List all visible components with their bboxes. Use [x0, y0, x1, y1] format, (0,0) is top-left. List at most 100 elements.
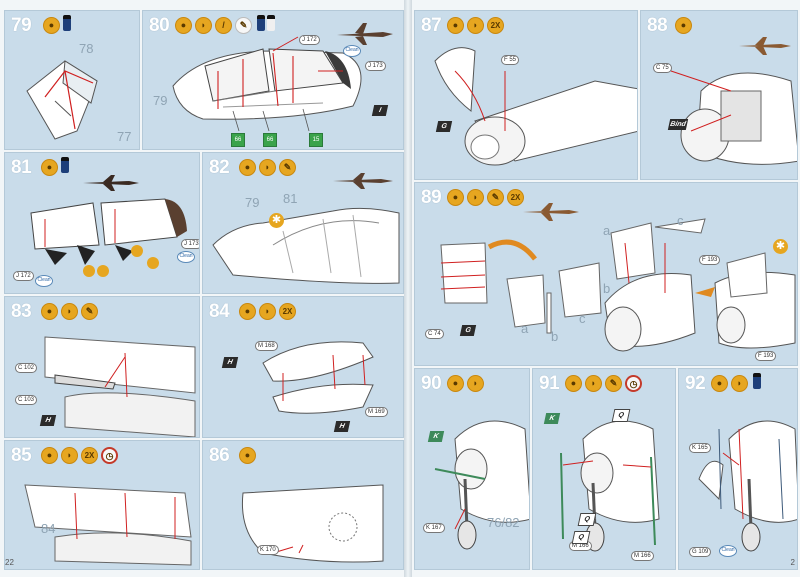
- color-code-chip: 15: [309, 133, 323, 147]
- sanding-icon: ✱: [773, 239, 788, 254]
- wing-drawing: [241, 484, 384, 563]
- decal-marker: K: [427, 431, 445, 442]
- sanding-icon: ✱: [269, 213, 284, 228]
- decal-marker: I: [371, 105, 389, 116]
- step-number: 89: [421, 187, 442, 208]
- multiplier-badge: 2X: [279, 303, 296, 320]
- cement-icon: ◗: [259, 159, 276, 176]
- step-number: 83: [11, 301, 32, 322]
- part-label: C 75: [653, 63, 672, 73]
- decal-marker: Bind: [667, 119, 689, 130]
- ghost-label: 78: [79, 41, 94, 56]
- ghost-label: 79: [153, 93, 168, 108]
- step-81: 81 ● J 172 J 173 Clean Clean: [4, 152, 200, 294]
- clean-part-badge: Clean: [719, 545, 737, 557]
- paint-bottle-icon: [753, 373, 761, 389]
- engine-cowling-drawing: [440, 218, 796, 352]
- step-90: 90 ● ◗ 76/82 K 167 K: [414, 368, 530, 570]
- knife-icon: /: [215, 17, 232, 34]
- multiplier-badge: 2X: [81, 447, 98, 464]
- part-label: C 74: [425, 329, 444, 339]
- ghost-label: 84: [41, 521, 56, 536]
- step-92: 92 ● ◗ K 165 G 109 Clean 2: [678, 368, 798, 570]
- canopy-drawing: [30, 198, 187, 277]
- drying-time-icon: ◷: [625, 375, 642, 392]
- ghost-label: 76/82: [487, 515, 520, 530]
- glue-icon: ●: [447, 189, 464, 206]
- paint-bottle-icon: [63, 15, 71, 31]
- part-label: C 102: [15, 363, 38, 373]
- clean-part-badge: Clean: [343, 45, 361, 57]
- decal-marker: H: [39, 415, 57, 426]
- color-code-chip: 66: [231, 133, 245, 147]
- part-label: G 109: [689, 547, 712, 557]
- cement-icon: ◗: [467, 375, 484, 392]
- decal-marker: Q: [571, 531, 591, 544]
- page-number: 2: [790, 558, 795, 567]
- step-number: 85: [11, 445, 32, 466]
- decal-marker: G: [459, 325, 477, 336]
- step-82: 82 ● ◗ ✎ ✱ 79 81: [202, 152, 404, 294]
- landing-gear-drawing: [560, 420, 660, 552]
- fuselage-drawing: [44, 336, 196, 437]
- cement-icon: ◗: [467, 189, 484, 206]
- step-letter: c: [579, 311, 586, 326]
- decal-marker: H: [221, 357, 239, 368]
- step-91: 91 ● ◗ ✎ ◷ M 166 M 166 K Q Q Q: [532, 368, 676, 570]
- brush-icon: ✎: [235, 17, 252, 34]
- part-label: C 103: [15, 395, 38, 405]
- step-number: 80: [149, 15, 170, 36]
- glue-icon: ●: [711, 375, 728, 392]
- brush-icon: ✎: [487, 189, 504, 206]
- part-label: K 167: [423, 523, 445, 533]
- part-label: M 166: [631, 551, 654, 561]
- fuselage-drawing: [212, 207, 400, 284]
- aircraft-silhouette-icon: [333, 173, 393, 189]
- clean-part-badge: Clean: [35, 275, 53, 287]
- drop-tank-drawing: [262, 341, 374, 414]
- part-label: J 173: [365, 61, 386, 71]
- part-label: K 170: [257, 545, 279, 555]
- step-letter: c: [677, 213, 684, 228]
- ghost-label: 81: [283, 191, 298, 206]
- landing-gear-drawing: [698, 420, 797, 552]
- step-letter: a: [521, 321, 529, 336]
- cement-icon: ◗: [195, 17, 212, 34]
- part-label: M 168: [255, 341, 278, 351]
- cement-icon: ◗: [61, 447, 78, 464]
- aircraft-silhouette-icon: [83, 175, 139, 191]
- paint-bottle-icon: [257, 15, 265, 31]
- engine-wing-drawing: [434, 47, 637, 166]
- part-label: J 172: [13, 271, 34, 281]
- step-88: 88 ● C 75 Bind: [640, 10, 798, 180]
- cement-icon: ◗: [259, 303, 276, 320]
- aircraft-silhouette-icon: [337, 23, 393, 45]
- glue-icon: ●: [675, 17, 692, 34]
- glue-icon: ●: [41, 159, 58, 176]
- step-79: 79 ● 78 77: [4, 10, 140, 150]
- page-gutter: [404, 0, 412, 577]
- decal-marker: Q: [577, 513, 597, 526]
- glue-icon: ●: [41, 303, 58, 320]
- brush-icon: ✎: [81, 303, 98, 320]
- decal-marker: H: [333, 421, 351, 432]
- step-number: 91: [539, 373, 560, 394]
- multiplier-badge: 2X: [487, 17, 504, 34]
- step-number: 81: [11, 157, 32, 178]
- engine-drawing: [670, 70, 797, 165]
- page-number: 22: [5, 558, 14, 567]
- step-number: 90: [421, 373, 442, 394]
- step-87: 87 ● ◗ 2X F 55 G: [414, 10, 638, 180]
- glue-icon: ●: [175, 17, 192, 34]
- step-letter: a: [603, 223, 611, 238]
- step-83: 83 ● ◗ ✎ C 102 C 103 H: [4, 296, 200, 438]
- paint-bottle-icon: [61, 157, 69, 173]
- decal-marker: G: [435, 121, 453, 132]
- step-number: 79: [11, 15, 32, 36]
- step-84: 84 ● ◗ 2X M 168 M 169 H H: [202, 296, 404, 438]
- fuselage-drawing: [172, 36, 362, 132]
- assembly-drawing: [26, 60, 98, 140]
- drying-time-icon: ◷: [101, 447, 118, 464]
- step-number: 82: [209, 157, 230, 178]
- multiplier-badge: 2X: [507, 189, 524, 206]
